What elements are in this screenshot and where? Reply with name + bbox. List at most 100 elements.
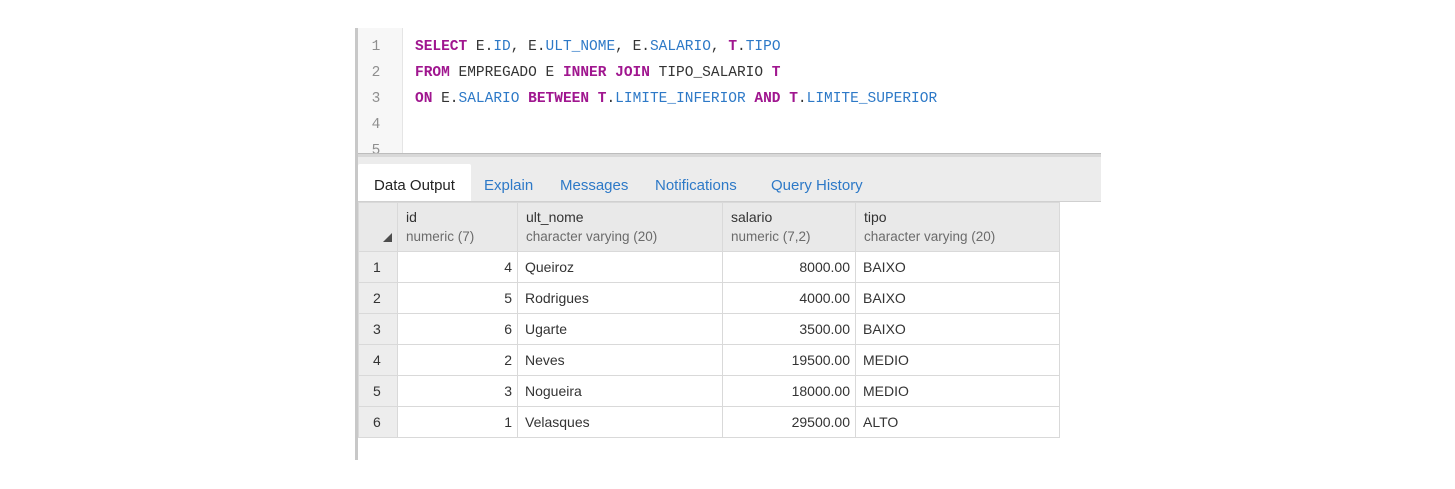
sql-keyword: INNER JOIN [562,65,650,81]
tab-messages[interactable]: Messages [560,177,629,194]
cell-tipo[interactable]: BAIXO [855,251,1060,283]
column-name: id [406,209,417,225]
cell-ult-nome[interactable]: Rodrigues [517,282,723,314]
table-row[interactable]: 5 3 Nogueira 18000.00 MEDIO [358,375,1060,407]
sql-keyword: T [728,39,738,55]
cell-salario[interactable]: 29500.00 [722,406,856,438]
sql-text: TIPO_SALARIO [649,65,772,81]
select-all-corner[interactable] [358,202,398,252]
cell-salario[interactable]: 18000.00 [722,375,856,407]
sort-triangle-icon [383,233,392,242]
grid-header-row: id numeric (7) ult_nome character varyin… [358,202,1060,252]
tab-query-history[interactable]: Query History [771,177,863,194]
table-row[interactable]: 6 1 Velasques 29500.00 ALTO [358,406,1060,438]
cell-salario[interactable]: 8000.00 [722,251,856,283]
sql-identifier: LIMITE_SUPERIOR [806,91,938,107]
row-number[interactable]: 1 [358,251,398,283]
code-text: SELECT E.ID, E.ULT_NOME, E.SALARIO, T.TI… [415,34,781,60]
cell-ult-nome[interactable]: Queiroz [517,251,723,283]
results-grid: id numeric (7) ult_nome character varyin… [358,202,1060,438]
sql-identifier: SALARIO [458,91,520,107]
row-number[interactable]: 5 [358,375,398,407]
sql-text: . [737,39,746,55]
panel-left-border [355,28,358,460]
results-tab-bar: Data Output Explain Messages Notificatio… [358,157,1101,202]
sql-identifier: ULT_NOME [545,39,616,55]
line-number: 5 [371,143,381,153]
line-number: 4 [371,117,381,133]
sql-keyword: T [597,91,607,107]
sql-identifier: TIPO [745,39,781,55]
tab-data-output[interactable]: Data Output [358,164,471,201]
cell-id[interactable]: 2 [397,344,518,376]
sql-keyword: ON [415,91,433,107]
sql-identifier: LIMITE_INFERIOR [615,91,746,107]
panel-splitter[interactable] [358,153,1101,158]
row-number[interactable]: 6 [358,406,398,438]
sql-text: . [797,91,807,107]
cell-tipo[interactable]: BAIXO [855,282,1060,314]
code-text: FROM EMPREGADO E INNER JOIN TIPO_SALARIO… [415,60,780,86]
cell-tipo[interactable]: BAIXO [855,313,1060,345]
table-row[interactable]: 4 2 Neves 19500.00 MEDIO [358,344,1060,376]
table-row[interactable]: 2 5 Rodrigues 4000.00 BAIXO [358,282,1060,314]
sql-keyword: BETWEEN [528,91,590,107]
sql-text [589,91,598,107]
sql-text [781,91,790,107]
sql-text: , E. [510,39,546,55]
sql-text: , [710,39,729,55]
row-number[interactable]: 3 [358,313,398,345]
cell-id[interactable]: 4 [397,251,518,283]
sql-text: E. [467,39,494,55]
cell-ult-nome[interactable]: Neves [517,344,723,376]
column-type: character varying (20) [526,229,658,244]
cell-ult-nome[interactable]: Velasques [517,406,723,438]
cell-tipo[interactable]: ALTO [855,406,1060,438]
column-name: ult_nome [526,209,584,225]
tab-notifications[interactable]: Notifications [655,177,737,194]
row-number[interactable]: 4 [358,344,398,376]
column-name: tipo [864,209,887,225]
cell-id[interactable]: 3 [397,375,518,407]
sql-keyword: AND [754,91,781,107]
table-row[interactable]: 1 4 Queiroz 8000.00 BAIXO [358,251,1060,283]
line-number: 3 [371,91,381,107]
sql-identifier: ID [493,39,511,55]
cell-salario[interactable]: 4000.00 [722,282,856,314]
cell-ult-nome[interactable]: Ugarte [517,313,723,345]
sql-keyword: SELECT [415,39,468,55]
cell-ult-nome[interactable]: Nogueira [517,375,723,407]
sql-text: EMPREGADO E [449,65,563,81]
sql-keyword: T [771,65,781,81]
sql-text: E. [432,91,459,107]
table-row[interactable]: 3 6 Ugarte 3500.00 BAIXO [358,313,1060,345]
column-type: numeric (7) [406,229,475,244]
cell-id[interactable]: 5 [397,282,518,314]
cell-salario[interactable]: 3500.00 [722,313,856,345]
column-header-id[interactable]: id numeric (7) [397,202,518,252]
sql-keyword: T [789,91,798,107]
column-type: numeric (7,2) [731,229,811,244]
cell-id[interactable]: 1 [397,406,518,438]
column-header-salario[interactable]: salario numeric (7,2) [722,202,856,252]
code-text: ON E.SALARIO BETWEEN T.LIMITE_INFERIOR A… [415,86,937,112]
sql-keyword: FROM [415,65,450,81]
line-number: 2 [371,65,381,81]
cell-tipo[interactable]: MEDIO [855,375,1060,407]
sql-text [519,91,528,107]
sql-text: , E. [615,39,650,55]
column-header-ult-nome[interactable]: ult_nome character varying (20) [517,202,723,252]
column-name: salario [731,209,773,225]
line-number: 1 [371,39,381,55]
cell-id[interactable]: 6 [397,313,518,345]
cell-tipo[interactable]: MEDIO [855,344,1060,376]
column-header-tipo[interactable]: tipo character varying (20) [855,202,1060,252]
sql-identifier: SALARIO [649,39,711,55]
column-type: character varying (20) [864,229,996,244]
cell-salario[interactable]: 19500.00 [722,344,856,376]
sql-text: . [606,91,616,107]
tab-explain[interactable]: Explain [484,177,534,194]
row-number[interactable]: 2 [358,282,398,314]
line-number-gutter [358,28,403,153]
